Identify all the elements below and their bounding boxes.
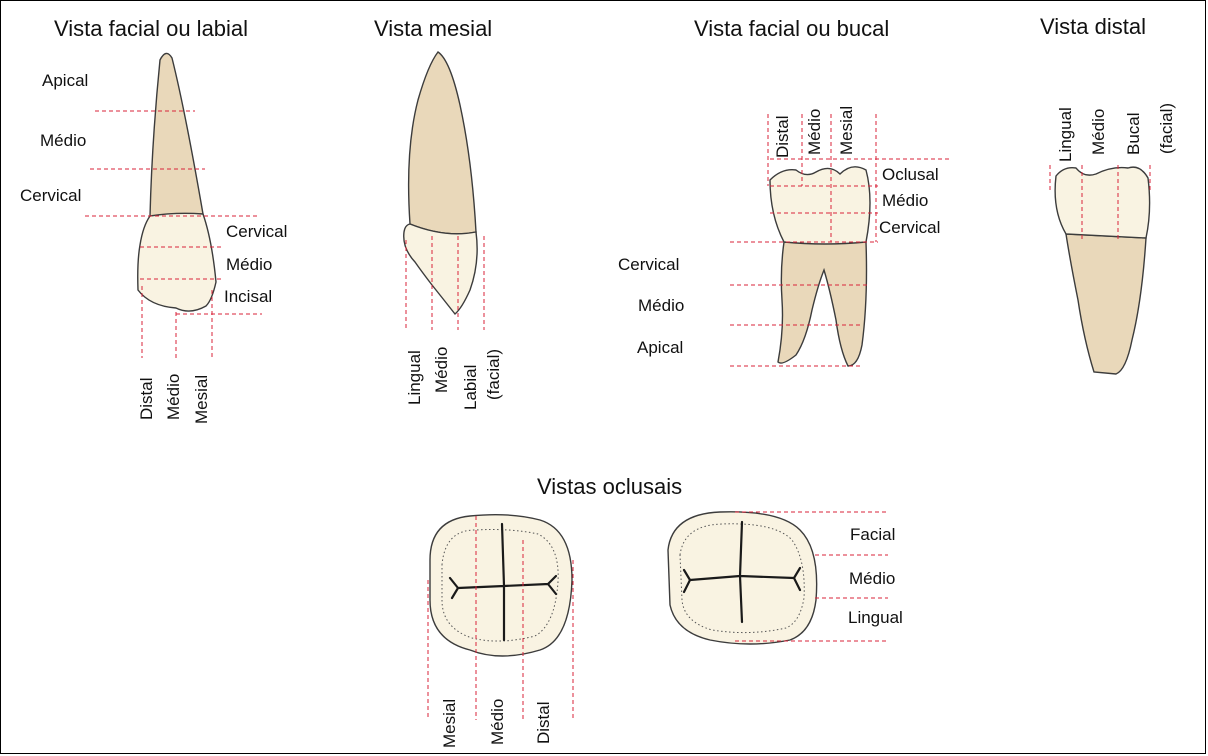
label-cervical-right: Cervical	[226, 223, 287, 240]
incisor-facial-crown	[138, 213, 216, 311]
label-medio-left: Médio	[638, 297, 684, 314]
label-bucal: Bucal	[1125, 112, 1142, 155]
title-facial-labial: Vista facial ou labial	[54, 18, 248, 40]
title-mesial: Vista mesial	[374, 18, 492, 40]
title-occlusal: Vistas oclusais	[537, 476, 682, 498]
label-distal: Distal	[138, 377, 155, 420]
label-facial-paren: (facial)	[1158, 103, 1175, 154]
label-oclusal: Oclusal	[882, 166, 939, 183]
molar-facial-drawing	[770, 167, 870, 366]
incisor-mesial-root	[409, 52, 476, 234]
molar-distal-crown	[1055, 167, 1149, 238]
incisor-mesial-drawing	[404, 52, 477, 314]
title-facial-bucal: Vista facial ou bucal	[694, 18, 889, 40]
molar-distal-root	[1066, 234, 1146, 374]
label-cervical: Cervical	[20, 187, 81, 204]
label-mesial: Mesial	[838, 106, 855, 155]
label-medio: Médio	[40, 132, 86, 149]
label-medio-right: Médio	[226, 256, 272, 273]
label-lingual: Lingual	[1057, 107, 1074, 162]
label-medio-bottom: Médio	[165, 374, 182, 420]
label-lingual: Lingual	[406, 350, 423, 405]
label-cervical-right: Cervical	[879, 219, 940, 236]
label-labial: Labial	[462, 365, 479, 410]
incisor-mesial-crown	[404, 224, 477, 314]
label-medio-bottom: Médio	[489, 699, 506, 745]
molar-facial-crown	[770, 167, 870, 244]
label-facial-paren: (facial)	[485, 349, 502, 400]
molar-facial-roots	[778, 242, 867, 366]
label-lingual-right: Lingual	[848, 609, 903, 626]
label-distal: Distal	[535, 701, 552, 744]
label-facial: Facial	[850, 526, 895, 543]
incisor-facial-drawing	[138, 53, 216, 311]
occlusal-right-drawing	[668, 512, 817, 644]
label-mesial: Mesial	[441, 699, 458, 748]
incisor-facial-root	[150, 53, 203, 216]
label-distal: Distal	[774, 115, 791, 158]
label-apical: Apical	[42, 72, 88, 89]
label-medio: Médio	[433, 347, 450, 393]
molar-distal-drawing	[1055, 167, 1149, 374]
label-medio-right: Médio	[849, 570, 895, 587]
label-mesial: Mesial	[193, 375, 210, 424]
occlusal-left-drawing	[430, 515, 572, 656]
label-medio-right: Médio	[882, 192, 928, 209]
label-apical: Apical	[637, 339, 683, 356]
label-medio: Médio	[1090, 109, 1107, 155]
title-distal: Vista distal	[1040, 16, 1146, 38]
label-cervical-left: Cervical	[618, 256, 679, 273]
label-medio: Médio	[806, 109, 823, 155]
label-incisal: Incisal	[224, 288, 272, 305]
